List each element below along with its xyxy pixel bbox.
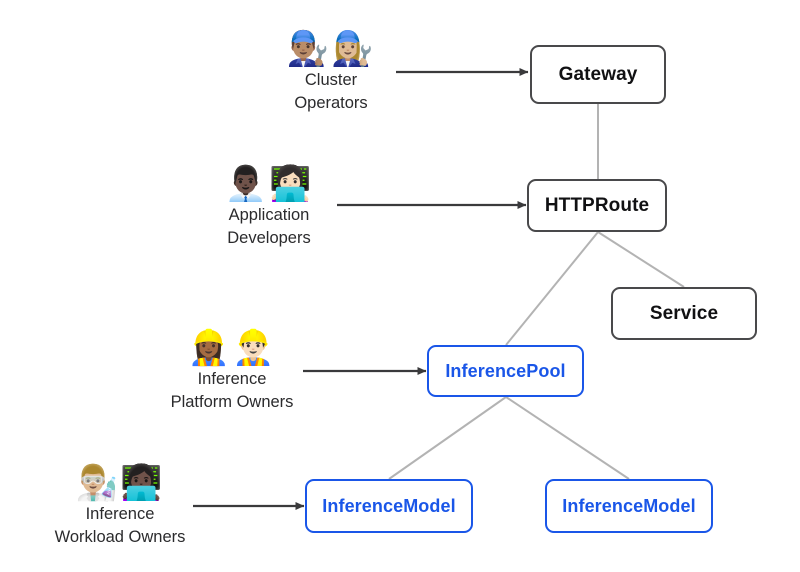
- node-httproute[interactable]: HTTPRoute: [527, 179, 667, 232]
- man-office-worker-icon: 👨🏿‍💼👩🏻‍💻: [224, 164, 314, 204]
- persona-arrow-layer: [193, 68, 529, 510]
- node-label: Gateway: [558, 63, 638, 85]
- persona-label-line2: Workload Owners: [54, 528, 186, 546]
- node-label: HTTPRoute: [544, 194, 650, 216]
- persona-label-line1: Cluster: [304, 71, 358, 89]
- edge-httproute-service: [597, 231, 685, 288]
- node-inferencepool[interactable]: InferencePool: [427, 345, 584, 397]
- node-gateway[interactable]: Gateway: [530, 45, 666, 104]
- edge-inferencepool-inferencemodel-left: [388, 396, 507, 480]
- node-label: InferenceModel: [562, 495, 696, 516]
- woman-construction-worker-icon: 👷🏾‍♀️👷🏻‍♂️: [187, 328, 277, 368]
- node-inferencemodel-right[interactable]: InferenceModel: [545, 479, 713, 533]
- node-inferencemodel-left[interactable]: InferenceModel: [305, 479, 473, 533]
- node-label: InferencePool: [445, 360, 566, 381]
- persona-label-line2: Platform Owners: [170, 393, 294, 411]
- persona-label-line1: Application: [228, 206, 310, 224]
- node-service[interactable]: Service: [611, 287, 757, 340]
- edge-inferencepool-inferencemodel-right: [505, 396, 630, 480]
- scientist-icon: 👨🏼‍🔬👩🏿‍💻: [75, 463, 165, 503]
- persona-label-line2: Developers: [227, 229, 311, 247]
- edge-httproute-inferencepool: [505, 231, 599, 346]
- persona-label-line2: Operators: [294, 94, 368, 112]
- man-mechanic-icon: 👨🏽‍🔧👩🏼‍🔧: [286, 29, 376, 69]
- node-label: InferenceModel: [322, 495, 456, 516]
- node-label: Service: [649, 302, 719, 324]
- persona-label-line1: Inference: [85, 505, 155, 523]
- persona-label-line1: Inference: [197, 370, 267, 388]
